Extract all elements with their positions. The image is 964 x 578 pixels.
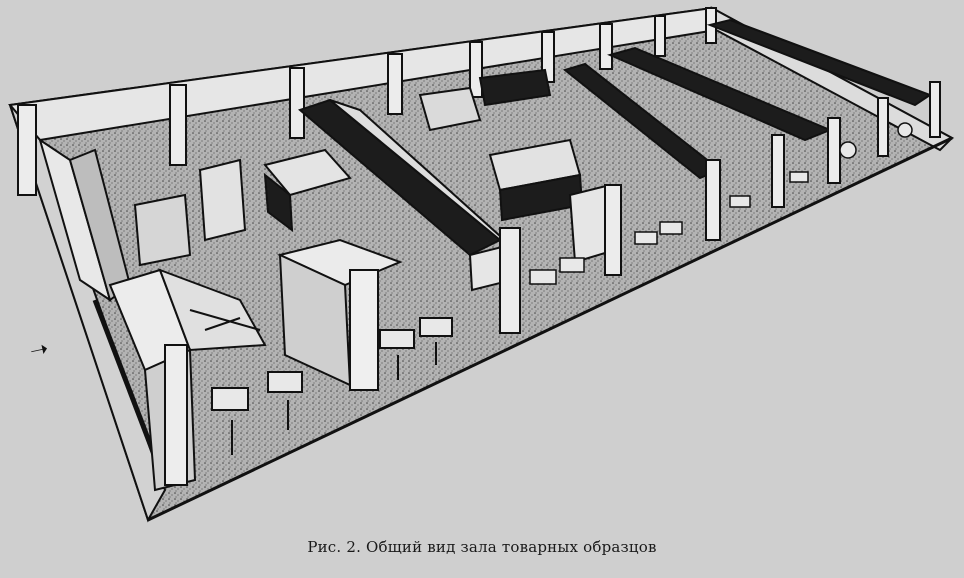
column — [929, 81, 941, 138]
column — [17, 104, 37, 196]
column — [877, 97, 889, 157]
table-group — [379, 317, 453, 380]
column — [169, 84, 187, 166]
column — [827, 117, 841, 184]
table-group — [529, 122, 913, 285]
column — [289, 67, 305, 139]
figure-caption: Рис. 2. Общий вид зала товарных образцов — [307, 538, 657, 556]
column — [654, 15, 666, 57]
display-block-upper-left — [133, 148, 352, 267]
front-edge — [147, 136, 953, 522]
column — [499, 227, 521, 334]
column — [387, 53, 403, 115]
back-columns — [17, 7, 717, 196]
table-group — [211, 371, 303, 455]
column — [469, 41, 483, 98]
column — [705, 159, 721, 241]
display-block-middle — [277, 238, 403, 391]
column — [771, 134, 785, 208]
column — [164, 344, 188, 486]
column — [599, 23, 613, 70]
column — [604, 184, 622, 276]
display-case-left — [38, 137, 163, 471]
